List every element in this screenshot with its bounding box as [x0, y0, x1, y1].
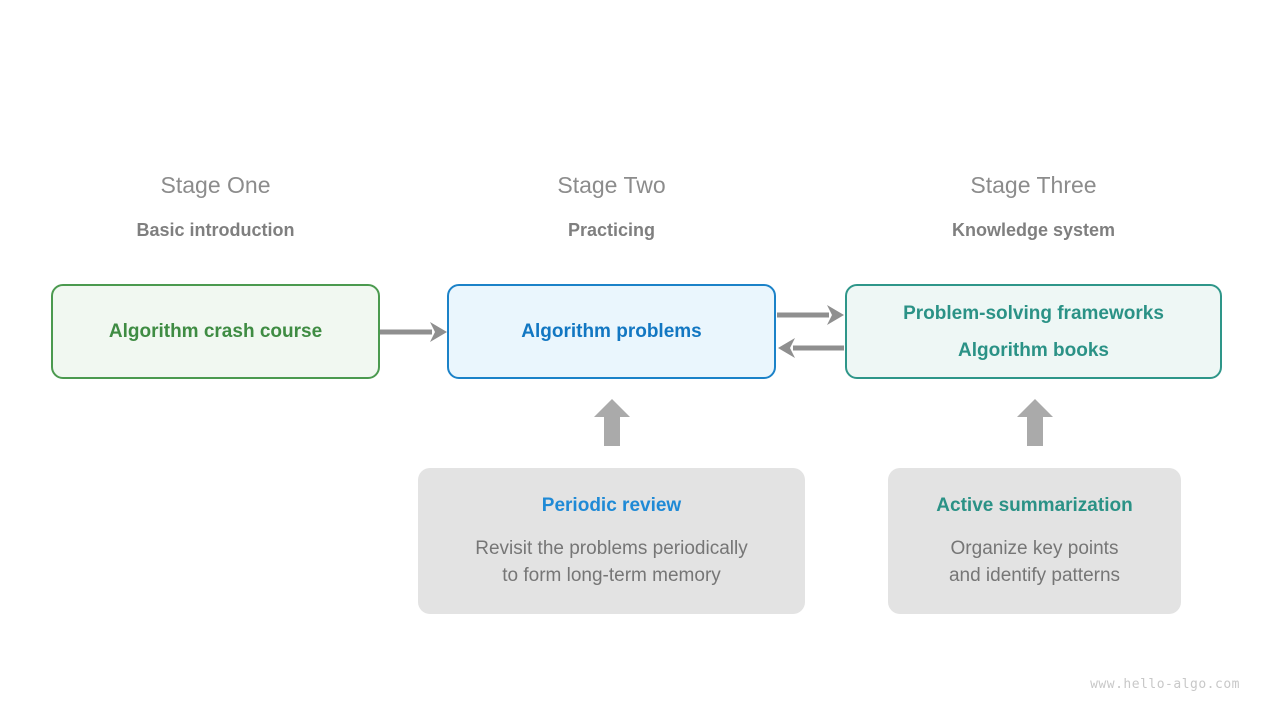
arrow-summary-to-frameworks-icon: [1017, 399, 1053, 446]
node-algorithm-crash-course[interactable]: Algorithm crash course: [51, 284, 380, 379]
node-frameworks-line-2: Algorithm books: [958, 339, 1109, 361]
node-algorithm-problems[interactable]: Algorithm problems: [447, 284, 776, 379]
arrow-crash-to-problems-icon: [380, 322, 447, 342]
stage-three-title: Stage Three: [970, 172, 1097, 198]
note-review-body: Revisit the problems periodically to for…: [475, 535, 747, 589]
stage-two-subtitle: Practicing: [567, 220, 656, 240]
stage-one-title: Stage One: [160, 172, 271, 198]
note-summary-title: Active summarization: [936, 494, 1133, 516]
stage-three-subtitle: Knowledge system: [951, 220, 1116, 240]
note-review-title: Periodic review: [541, 494, 682, 516]
note-periodic-review[interactable]: Periodic review Revisit the problems per…: [418, 468, 805, 614]
node-frameworks-line-1: Problem-solving frameworks: [903, 302, 1164, 324]
note-review-body-line-2: to form long-term memory: [502, 564, 721, 586]
stage-header-three: Stage Three Knowledge system: [845, 171, 1222, 242]
note-summary-body-line-2: and identify patterns: [948, 564, 1121, 586]
node-problems-line-1: Algorithm problems: [521, 321, 702, 342]
stage-header-one: Stage One Basic introduction: [51, 171, 380, 242]
stage-one-subtitle: Basic introduction: [136, 220, 295, 240]
watermark-url: www.hello-algo.com: [1090, 677, 1240, 692]
note-summary-body: Organize key points and identify pattern…: [949, 535, 1120, 589]
note-active-summarization[interactable]: Active summarization Organize key points…: [888, 468, 1181, 614]
stage-two-title: Stage Two: [557, 172, 666, 198]
arrow-review-to-problems-icon: [594, 399, 630, 446]
arrow-frameworks-to-problems-icon: [778, 338, 844, 358]
node-frameworks-books[interactable]: Problem-solving frameworks Algorithm boo…: [845, 284, 1222, 379]
note-review-body-line-1: Revisit the problems periodically: [475, 537, 748, 559]
note-summary-body-line-1: Organize key points: [950, 537, 1119, 559]
arrow-problems-to-frameworks-icon: [777, 305, 844, 325]
stage-header-two: Stage Two Practicing: [447, 171, 776, 242]
node-crash-line-1: Algorithm crash course: [108, 321, 323, 342]
